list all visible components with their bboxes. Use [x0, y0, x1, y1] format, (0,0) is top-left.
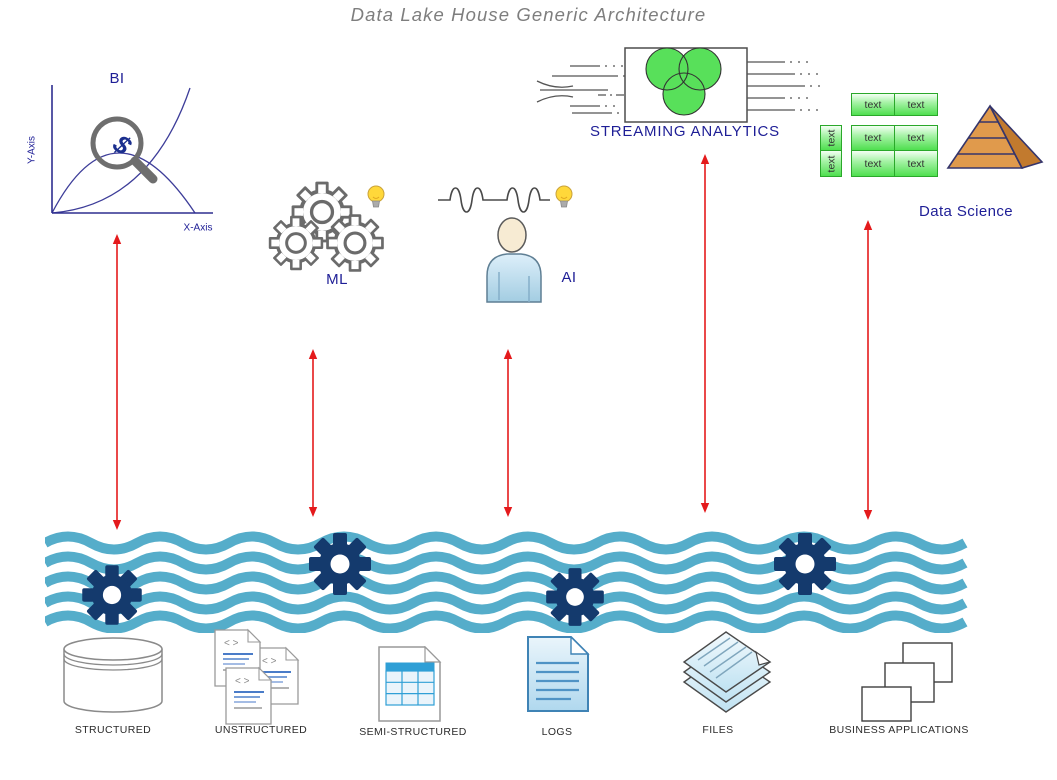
source-label-structured: STRUCTURED — [74, 724, 152, 736]
arrow-bi-lake — [112, 234, 122, 530]
table-document-icon — [378, 646, 442, 722]
log-document-icon — [527, 636, 590, 712]
database-cylinder-icon — [63, 637, 163, 713]
idea-bulb-icon — [367, 185, 385, 208]
datascience-cell: text — [851, 125, 895, 151]
arrow-datascience-lake — [863, 220, 873, 520]
source-label-semi-structured: SEMI-STRUCTURED — [359, 726, 467, 738]
arrow-ai-lake — [503, 349, 513, 517]
ml-label: ML — [326, 271, 348, 288]
streaming-analytics-icon — [536, 47, 822, 123]
streaming-analytics-label: STREAMING ANALYTICS — [590, 123, 780, 140]
magnifier-lens — [90, 116, 144, 170]
dollar-symbol: $ — [107, 128, 138, 162]
lake-gear-icon — [82, 565, 142, 625]
datascience-cell-vertical: text — [820, 125, 842, 151]
bi-label: BI — [109, 70, 125, 87]
source-label-logs: LOGS — [541, 726, 573, 738]
app-windows-icon — [861, 642, 953, 722]
idea-bulb-icon — [555, 185, 573, 208]
lake-gear-icon — [774, 533, 836, 595]
source-label-unstructured: UNSTRUCTURED — [214, 724, 308, 736]
lake-gear-icon — [546, 568, 604, 626]
source-label-files: FILES — [702, 724, 734, 736]
source-label-business-applications: BUSINESS APPLICATIONS — [829, 724, 969, 736]
datascience-cell: text — [894, 93, 938, 116]
ml-gears-icon — [267, 179, 386, 274]
datascience-cell-vertical: text — [820, 150, 842, 177]
ai-signal-icon — [438, 185, 573, 213]
datascience-cell: text — [894, 150, 938, 177]
person-icon — [486, 217, 542, 303]
bi-chart-icon: $ — [51, 85, 213, 214]
datascience-cell: text — [894, 125, 938, 151]
arrow-streaming-lake — [700, 154, 710, 513]
venn-circles — [645, 47, 722, 116]
paper-stack-icon — [682, 631, 772, 713]
data-science-label: Data Science — [918, 203, 1014, 220]
lake-gear-icon — [309, 533, 371, 595]
diagram-title: Data Lake House Generic Architecture — [350, 4, 707, 25]
bi-x-axis-label: X-Axis — [183, 222, 213, 234]
arrow-ml-lake — [308, 349, 318, 517]
magnifier-handle — [130, 156, 158, 184]
data-lake-waves — [45, 531, 968, 633]
pyramid-icon — [946, 104, 1044, 169]
datascience-cell: text — [851, 93, 895, 116]
code-documents-icon — [214, 629, 299, 725]
ai-label: AI — [561, 269, 577, 286]
datascience-cell: text — [851, 150, 895, 177]
bi-y-axis-label: Y-Axis — [26, 136, 38, 164]
